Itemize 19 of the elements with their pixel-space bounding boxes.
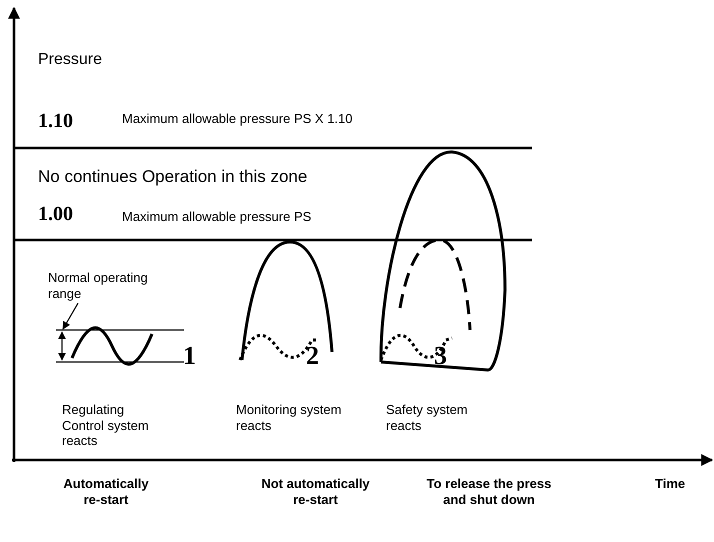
callout-number: 3 bbox=[434, 340, 447, 372]
range-label: Normal operating range bbox=[48, 270, 173, 302]
value-label: 1.00 bbox=[38, 202, 73, 226]
threshold-label: Maximum allowable pressure PS X 1.10 bbox=[122, 111, 352, 127]
stage-caption: Regulating Control system reacts bbox=[62, 402, 150, 449]
outcome-label: Automatically re-start bbox=[62, 476, 150, 508]
threshold-label: Maximum allowable pressure PS bbox=[122, 209, 312, 225]
outcome-label: Not automatically re-start bbox=[260, 476, 371, 508]
range-band bbox=[56, 329, 184, 363]
zone-note: No continues Operation in this zone bbox=[38, 167, 308, 188]
callout-number: 1 bbox=[183, 340, 196, 372]
stage-caption: Monitoring system reacts bbox=[236, 402, 342, 434]
value-label: 1.10 bbox=[38, 109, 73, 133]
leader-line bbox=[62, 302, 79, 330]
axis-label: Time bbox=[655, 476, 686, 492]
outcome-label: To release the press and shut down bbox=[426, 476, 552, 508]
stage-caption: Safety system reacts bbox=[386, 402, 469, 434]
callout-number: 2 bbox=[306, 340, 319, 372]
axis-label: Pressure bbox=[38, 50, 102, 70]
